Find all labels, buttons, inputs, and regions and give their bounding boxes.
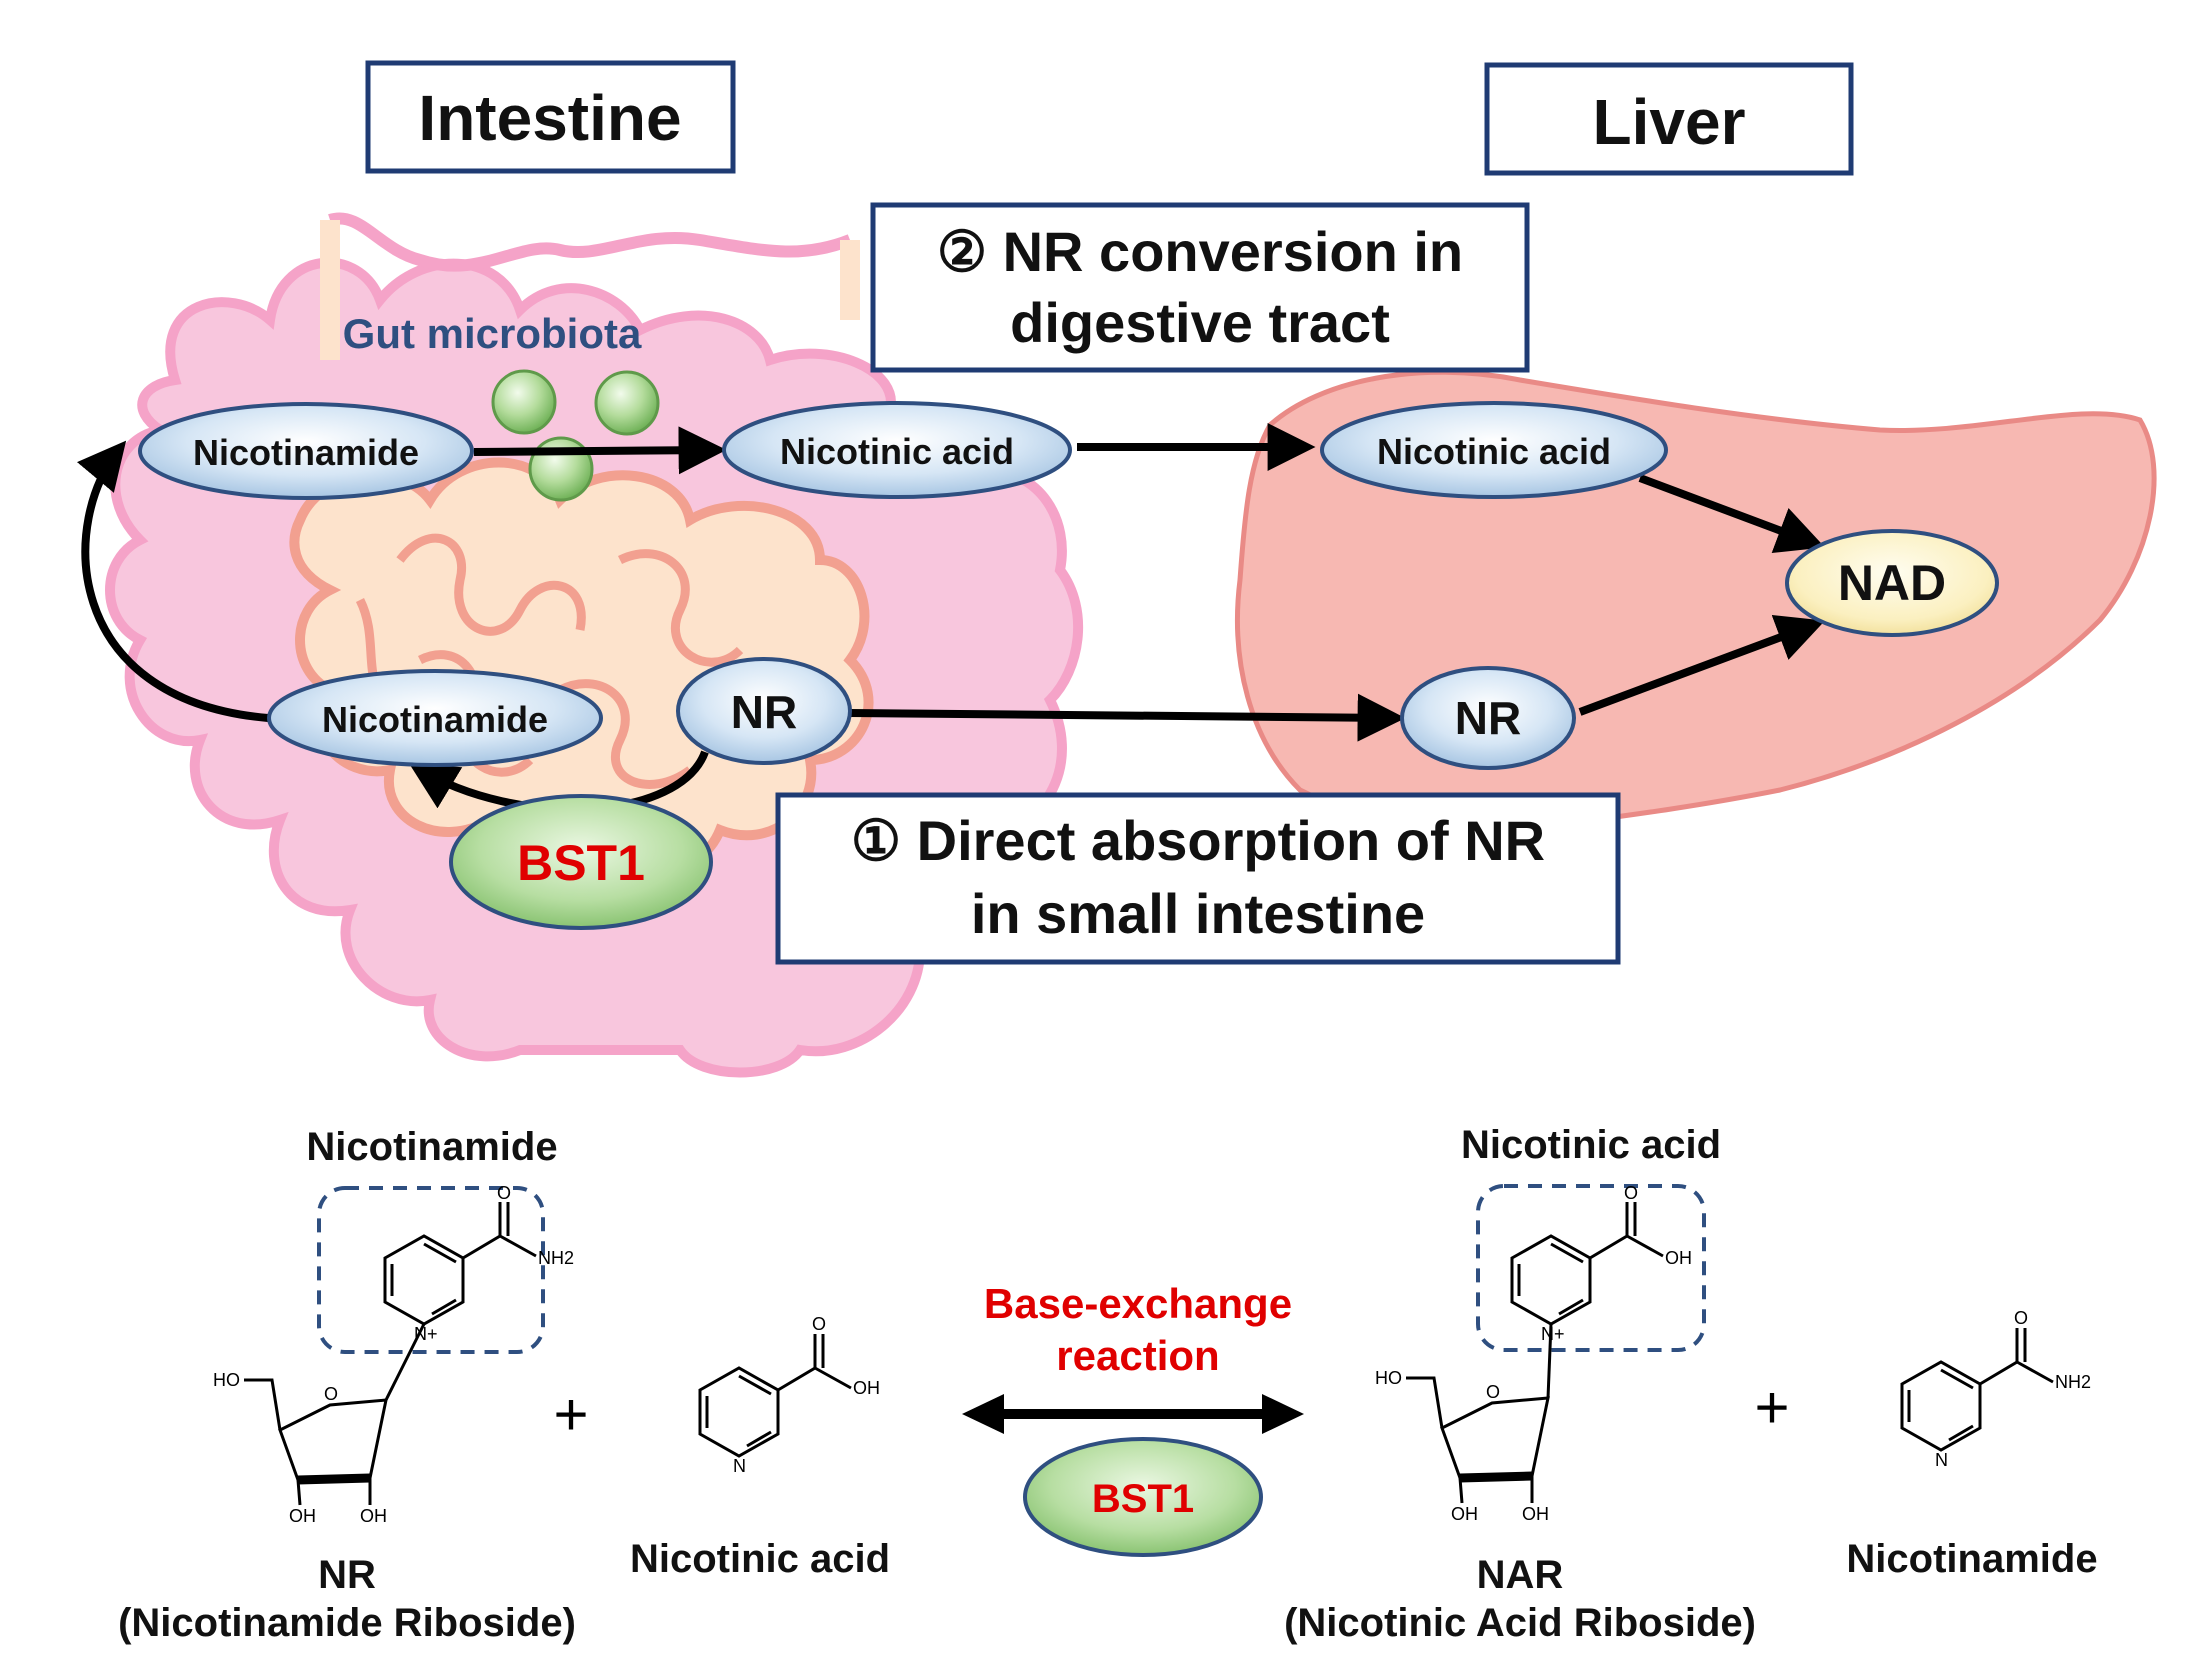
atom-o-ring: O bbox=[1486, 1382, 1500, 1402]
node-bst1-top: BST1 bbox=[449, 794, 713, 930]
microbe-ball-2 bbox=[594, 370, 660, 436]
plus-sign-left: + bbox=[553, 1381, 588, 1448]
pathway1-line2: in small intestine bbox=[971, 882, 1425, 945]
atom-nh2: NH2 bbox=[538, 1248, 574, 1268]
right-moiety-label: Nicotinic acid bbox=[1461, 1123, 1721, 1167]
liver-title: Liver bbox=[1593, 86, 1746, 158]
reaction-label-line1: Base-exchange bbox=[984, 1280, 1292, 1327]
nicotinic-acid-structure bbox=[698, 1334, 852, 1458]
atom-o: O bbox=[497, 1183, 511, 1203]
atom-ho: HO bbox=[1375, 1368, 1402, 1388]
atom-o-ring: O bbox=[324, 1384, 338, 1404]
node-bst1-bottom: BST1 bbox=[1023, 1437, 1263, 1557]
reactant1-full-name: (Nicotinamide Riboside) bbox=[118, 1601, 576, 1645]
node-intestine-nicotinic-acid: Nicotinic acid bbox=[722, 401, 1072, 499]
colon-arch bbox=[328, 212, 853, 272]
atom-oh-1: OH bbox=[289, 1506, 316, 1526]
node-intestine-nicotinamide-bottom: Nicotinamide bbox=[267, 669, 603, 767]
left-moiety-label: Nicotinamide bbox=[306, 1125, 557, 1169]
atom-ho: HO bbox=[213, 1370, 240, 1390]
nar-structure bbox=[1406, 1202, 1664, 1504]
arrow-nr-to-liver-nr bbox=[849, 693, 1406, 742]
right-dashed-box bbox=[1476, 1184, 1706, 1352]
nicotinamide-atom-labels: O NH2 N bbox=[1935, 1308, 2091, 1470]
atom-o: O bbox=[1624, 1183, 1638, 1203]
node-liver-nr: NR bbox=[1400, 666, 1576, 770]
pathway1-line1: ① Direct absorption of NR bbox=[851, 809, 1545, 872]
node-label: Nicotinic acid bbox=[1377, 431, 1611, 472]
atom-n: N bbox=[1935, 1450, 1948, 1470]
gut-microbiota-label: Gut microbiota bbox=[343, 310, 642, 357]
product1-full-name: (Nicotinic Acid Riboside) bbox=[1284, 1601, 1756, 1645]
pathway-arrows bbox=[76, 423, 1825, 814]
pathway2-line1: ② NR conversion in bbox=[937, 220, 1463, 283]
node-label: NR bbox=[731, 686, 797, 738]
node-label: Nicotinic acid bbox=[780, 431, 1014, 472]
atom-o: O bbox=[812, 1314, 826, 1334]
intestine-title-box: Intestine bbox=[365, 60, 736, 174]
node-label: Nicotinamide bbox=[193, 432, 419, 473]
nar-atom-labels: O OH N+ HO O OH OH bbox=[1375, 1183, 1692, 1524]
arrow-nam-bottom-to-top bbox=[76, 440, 269, 722]
nicotinic-acid-atom-labels: O OH N bbox=[733, 1314, 880, 1476]
colon-arch-inner bbox=[320, 220, 860, 360]
node-intestine-nicotinamide-top: Nicotinamide bbox=[138, 402, 474, 500]
pathway1-box: ① Direct absorption of NR in small intes… bbox=[775, 792, 1621, 965]
plus-sign-right: + bbox=[1754, 1374, 1789, 1441]
node-label: NR bbox=[1455, 692, 1521, 744]
liver-title-box: Liver bbox=[1484, 62, 1854, 176]
atom-oh: OH bbox=[853, 1378, 880, 1398]
node-label: NAD bbox=[1838, 555, 1946, 611]
reactant1-name: NR bbox=[318, 1553, 376, 1597]
node-nad: NAD bbox=[1785, 529, 1999, 637]
atom-nh2: NH2 bbox=[2055, 1372, 2091, 1392]
reaction-label-line2: reaction bbox=[1056, 1332, 1219, 1379]
product1-name: NAR bbox=[1477, 1553, 1564, 1597]
node-label: Nicotinamide bbox=[322, 699, 548, 740]
left-dashed-box bbox=[317, 1186, 545, 1354]
nr-atom-labels: O NH2 N+ HO O OH OH bbox=[213, 1183, 574, 1526]
reactant2-name: Nicotinic acid bbox=[630, 1537, 890, 1581]
arrow-nam-to-na bbox=[473, 426, 727, 475]
intestine-title: Intestine bbox=[418, 82, 681, 154]
atom-n-plus: N+ bbox=[1541, 1324, 1565, 1344]
arrow-liver-nr-to-nad bbox=[1578, 614, 1825, 716]
enzyme-label: BST1 bbox=[517, 835, 645, 891]
product2-name: Nicotinamide bbox=[1846, 1537, 2097, 1581]
pathway2-box: ② NR conversion in digestive tract bbox=[870, 202, 1530, 373]
atom-oh: OH bbox=[1665, 1248, 1692, 1268]
arrow-liver-na-to-nad bbox=[1638, 474, 1825, 553]
enzyme-label: BST1 bbox=[1092, 1477, 1194, 1521]
pathway2-line2: digestive tract bbox=[1010, 291, 1390, 354]
atom-o: O bbox=[2014, 1308, 2028, 1328]
nr-structure bbox=[244, 1202, 537, 1506]
reaction-double-arrow bbox=[962, 1394, 1304, 1434]
atom-oh-2: OH bbox=[360, 1506, 387, 1526]
atom-n-plus: N+ bbox=[414, 1324, 438, 1344]
nicotinamide-structure bbox=[1900, 1328, 2054, 1452]
microbe-ball-1 bbox=[491, 369, 557, 435]
atom-oh-2: OH bbox=[1522, 1504, 1549, 1524]
node-liver-nicotinic-acid: Nicotinic acid bbox=[1320, 401, 1668, 499]
node-intestine-nr: NR bbox=[676, 657, 852, 765]
atom-oh-1: OH bbox=[1451, 1504, 1478, 1524]
atom-n: N bbox=[733, 1456, 746, 1476]
